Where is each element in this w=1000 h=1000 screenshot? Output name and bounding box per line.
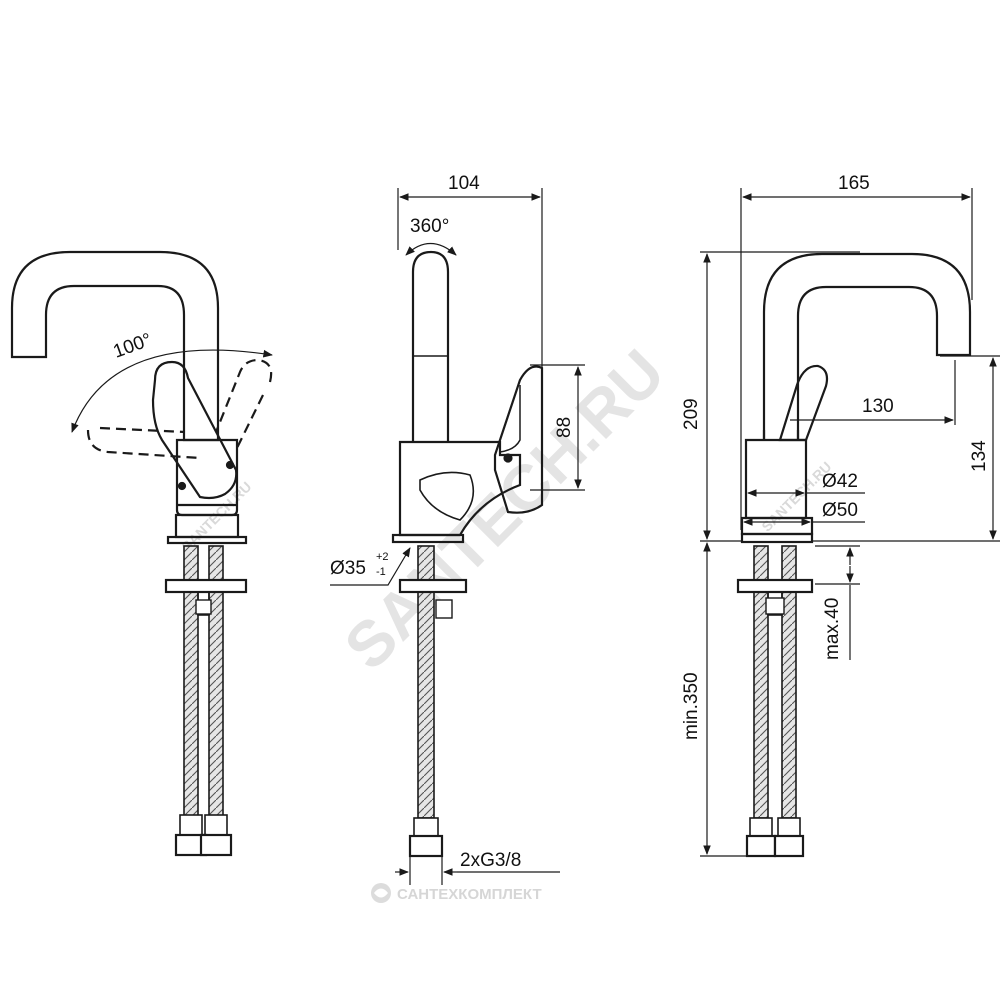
side-dim-165: 165	[838, 173, 870, 194]
front-swivel-arc	[405, 242, 457, 256]
side-dim-350: min.350	[681, 672, 702, 740]
front-dim-104: 104	[448, 173, 480, 194]
side-dim-209: 209	[681, 398, 702, 430]
side-spout	[762, 252, 972, 440]
left-washer	[164, 578, 248, 594]
front-riser	[411, 250, 450, 442]
front-hole-leader	[330, 547, 411, 586]
front-dim-88: 88	[554, 417, 575, 438]
front-hole-tol-minus: -1	[376, 566, 386, 578]
front-washer	[398, 578, 468, 594]
side-dim-130: 130	[862, 396, 894, 417]
watermark-main: SANTECH.RU	[331, 336, 679, 684]
side-dim-42: Ø42	[822, 471, 858, 492]
side-lever	[778, 364, 829, 442]
front-base	[391, 533, 465, 544]
left-spout	[10, 250, 220, 442]
left-angle-label: 100°	[111, 330, 155, 363]
front-view	[391, 250, 544, 858]
side-dim-134: 134	[969, 440, 990, 472]
front-dimensions	[330, 188, 585, 885]
front-hole-tol-plus: +2	[376, 551, 389, 563]
front-hole-diameter: Ø35	[330, 558, 366, 579]
side-washer	[736, 578, 814, 594]
front-lever	[493, 365, 544, 514]
watermark-small-right: SANTECH.RU	[758, 458, 834, 534]
left-rotation-arc	[71, 349, 273, 433]
side-dimensions	[700, 188, 1000, 857]
side-view	[736, 252, 972, 858]
side-dim-50: Ø50	[822, 500, 858, 521]
front-connection-label: 2xG3/8	[460, 850, 521, 871]
left-deck	[166, 535, 248, 545]
watermark-brand: САНТЕХКОМПЛЕКТ	[397, 886, 542, 903]
side-dim-max40: max.40	[822, 598, 843, 660]
front-swivel-label: 360°	[410, 216, 449, 237]
left-lever-dashed-1	[86, 429, 201, 460]
santechkomplekt-logo-icon	[371, 883, 391, 903]
left-view	[10, 250, 273, 857]
